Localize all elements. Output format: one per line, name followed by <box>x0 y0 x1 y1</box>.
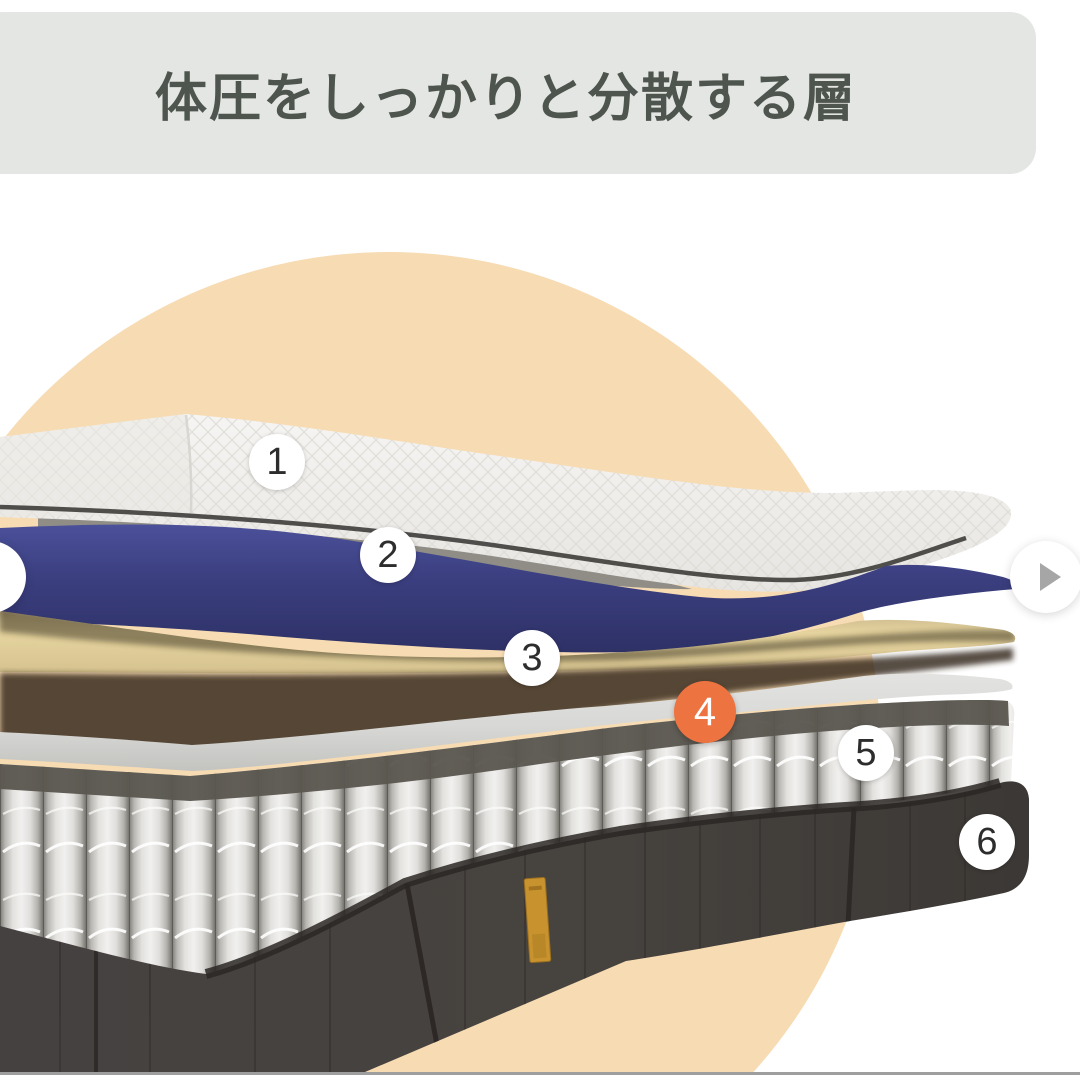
layer-5-pocket-coils <box>0 700 1015 975</box>
layer-badge-4-highlighted: 4 <box>674 681 736 743</box>
play-right-icon <box>1039 563 1061 591</box>
layer-badge-5-number: 5 <box>855 731 877 774</box>
layer-6-base-cover <box>0 778 1029 1075</box>
carousel-next-button[interactable] <box>1010 541 1080 613</box>
layer-badge-3: 3 <box>504 630 560 686</box>
layer-4-gray-foam <box>0 673 1013 771</box>
brand-tag <box>523 877 552 964</box>
layer-badge-2: 2 <box>360 527 416 583</box>
layer-badge-6-number: 6 <box>976 820 998 863</box>
layer-badge-3-number: 3 <box>521 636 543 679</box>
section-title: 体圧をしっかりと分散する層 <box>154 69 857 128</box>
layer-shadow-gap <box>0 648 1013 759</box>
layer-badge-4-number: 4 <box>693 689 717 734</box>
layer-badge-2-number: 2 <box>377 533 399 576</box>
section-title-banner: 体圧をしっかりと分散する層 <box>0 12 1036 174</box>
layer-badge-6: 6 <box>959 814 1015 870</box>
layer-badge-5: 5 <box>838 725 894 781</box>
layer-3-yellow-foam <box>0 611 1016 674</box>
layer-badge-1: 1 <box>249 434 305 490</box>
bottom-divider <box>0 1072 1080 1075</box>
layer-badge-1-number: 1 <box>266 440 288 483</box>
layer-2-navy-foam <box>0 524 1017 653</box>
